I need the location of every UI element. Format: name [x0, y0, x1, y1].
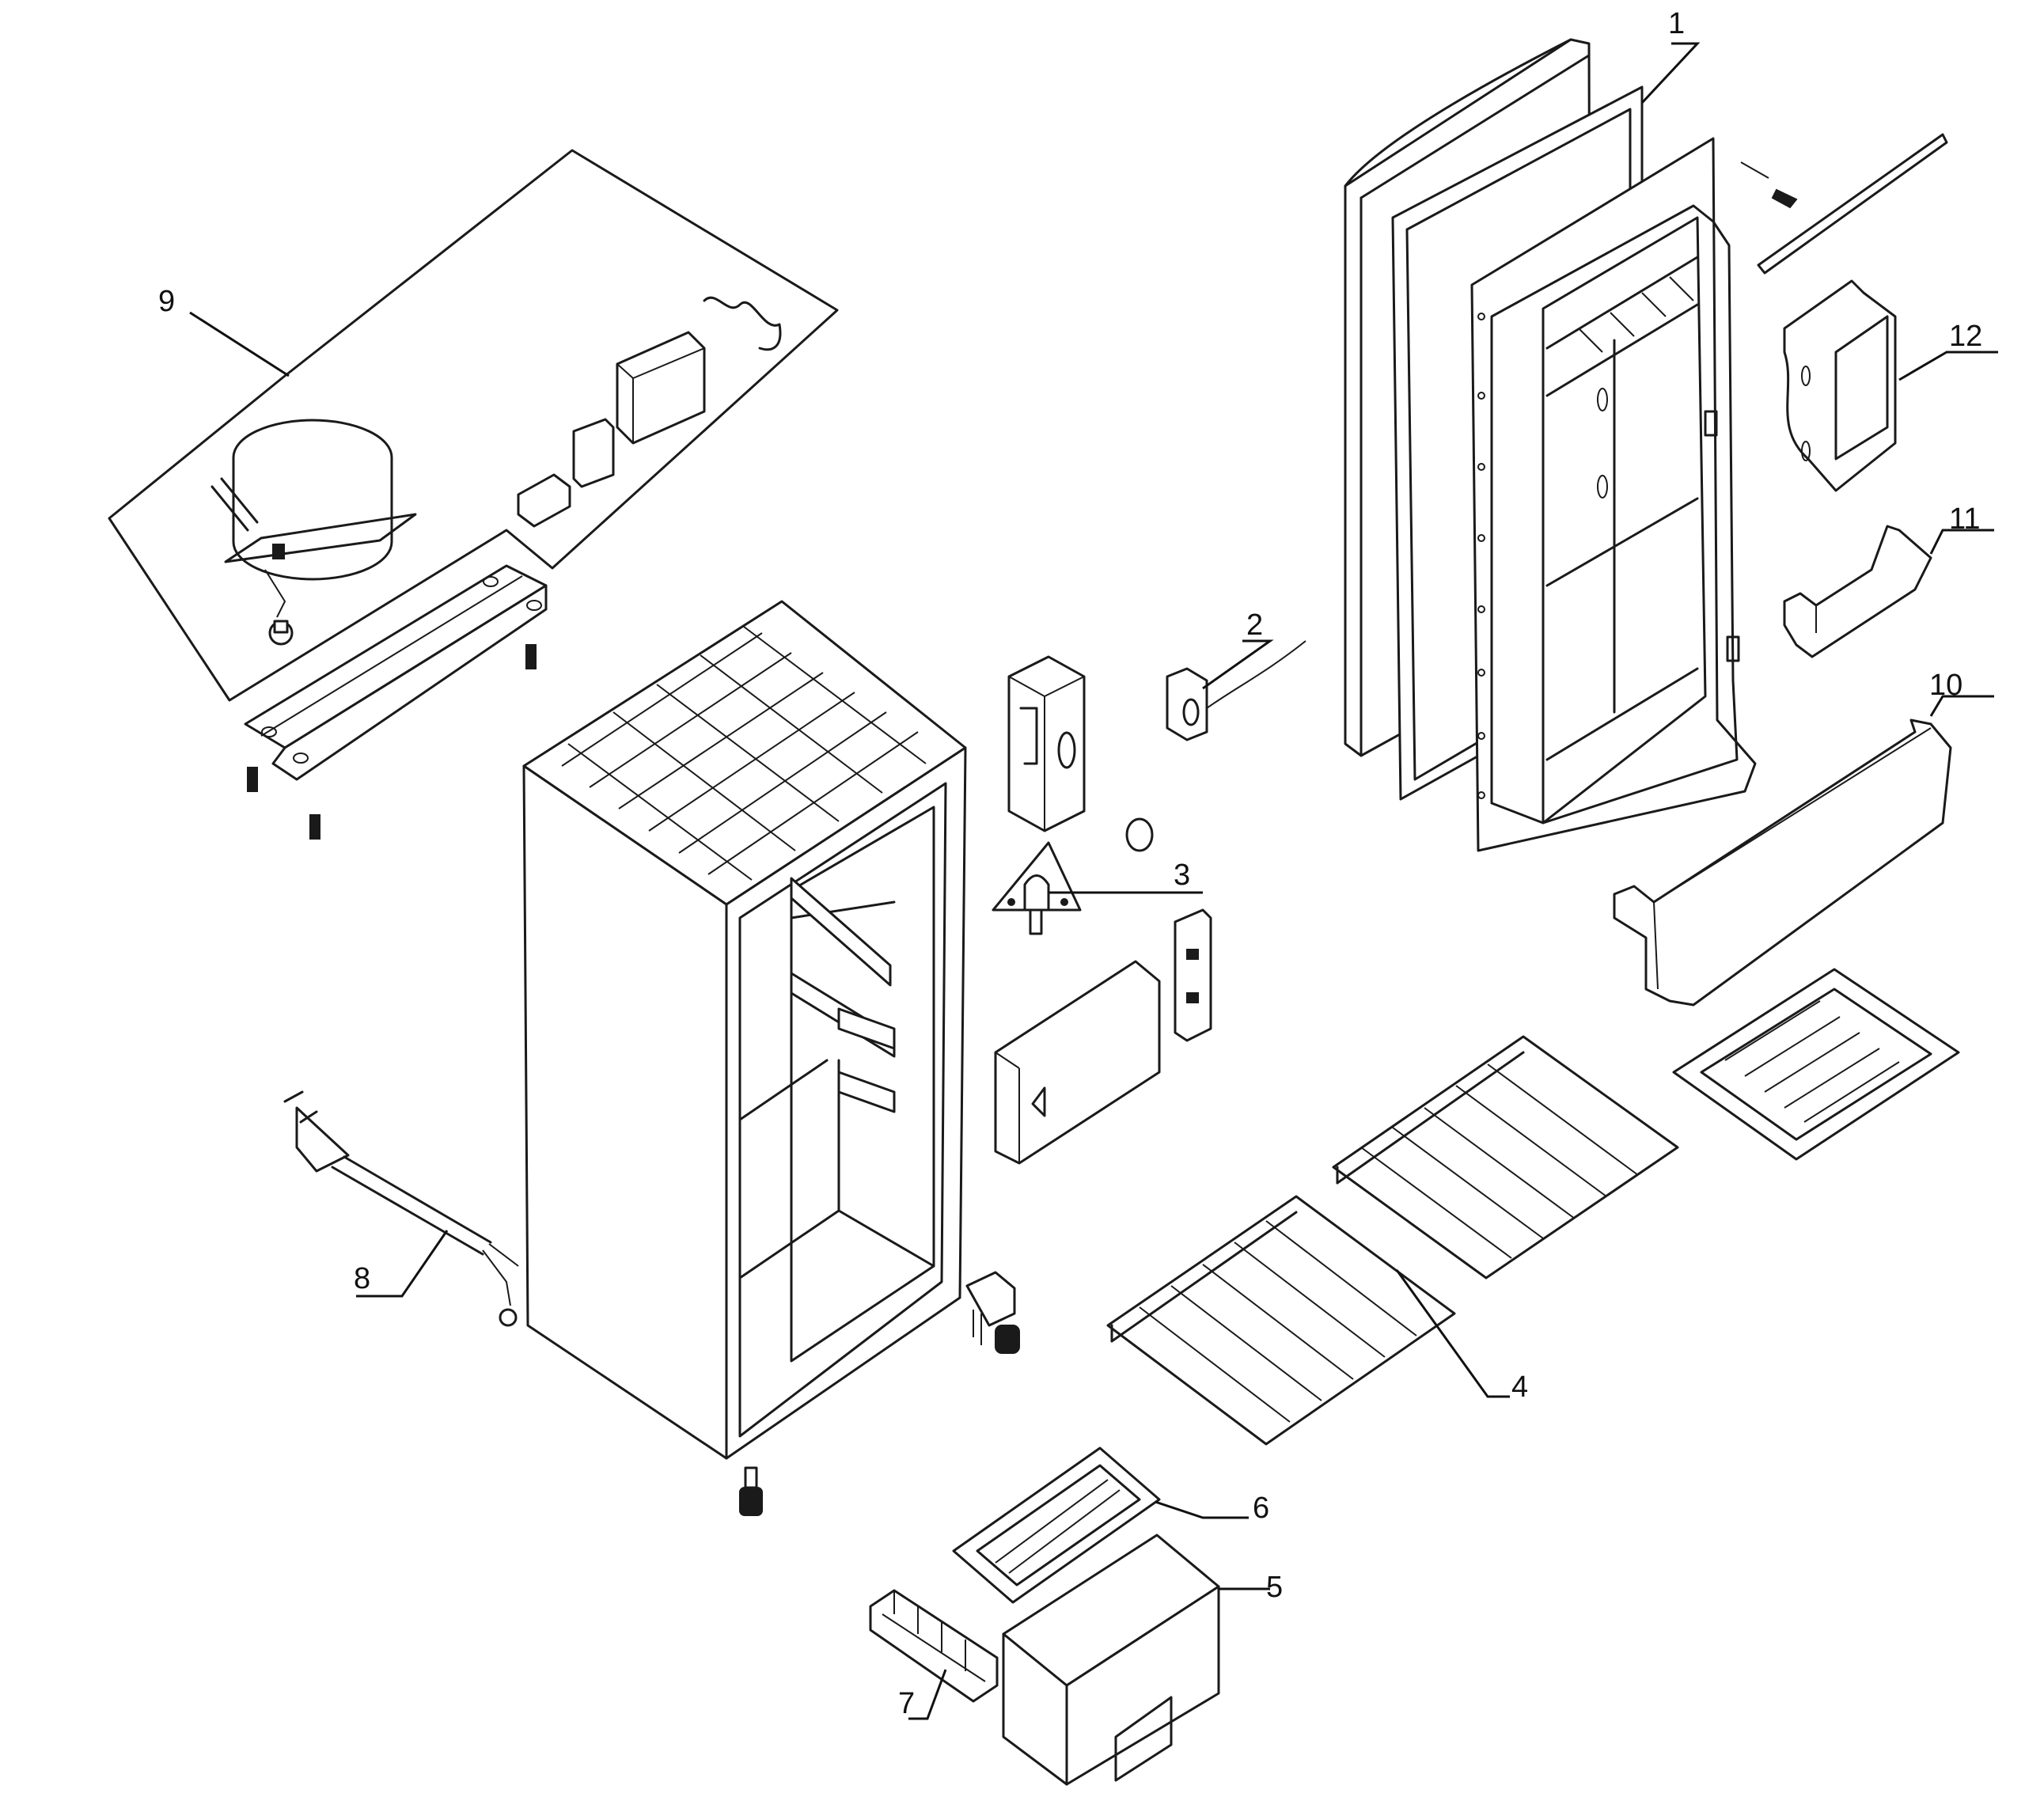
shelf-upper [1332, 1035, 1679, 1280]
cabinet-top-grid [561, 626, 927, 881]
callout-8: 8 [354, 1262, 370, 1295]
thermostat-parts [1007, 655, 1154, 852]
shelf-lower [1106, 1195, 1456, 1446]
callout-10: 10 [1929, 669, 1962, 702]
callout-7: 7 [898, 1687, 915, 1720]
base-bracket [244, 564, 548, 840]
callout-5: 5 [1266, 1571, 1283, 1604]
light-cover [994, 908, 1212, 1165]
ice-tray-grille [952, 1446, 1161, 1604]
refrigerator-cabinet [522, 600, 1020, 1516]
callout-6: 6 [1253, 1492, 1269, 1525]
callout-12: 12 [1949, 320, 1982, 353]
callout-9: 9 [158, 285, 175, 318]
door-bin-small [1783, 525, 1932, 658]
ice-cube-tray [869, 1589, 999, 1703]
power-cord [283, 1090, 519, 1327]
callout-3: 3 [1174, 859, 1190, 892]
callout-11: 11 [1949, 502, 1980, 536]
crisper-box [1002, 1534, 1220, 1786]
callout-4: 4 [1511, 1370, 1528, 1404]
lamp-holder [992, 841, 1082, 935]
drip-tray [1672, 968, 1960, 1161]
door-assembly [1344, 38, 1948, 852]
compressor-assembly [108, 149, 839, 702]
thermostat-sensor [1166, 640, 1306, 741]
door-bin-large [1613, 718, 1952, 1007]
door-handle-cover [1783, 279, 1897, 492]
leader-lines [189, 42, 1998, 1720]
callout-2: 2 [1246, 608, 1263, 642]
callout-labels: 1 2 3 4 5 6 7 8 9 10 11 12 [158, 7, 1982, 1720]
callout-1: 1 [1668, 7, 1685, 40]
